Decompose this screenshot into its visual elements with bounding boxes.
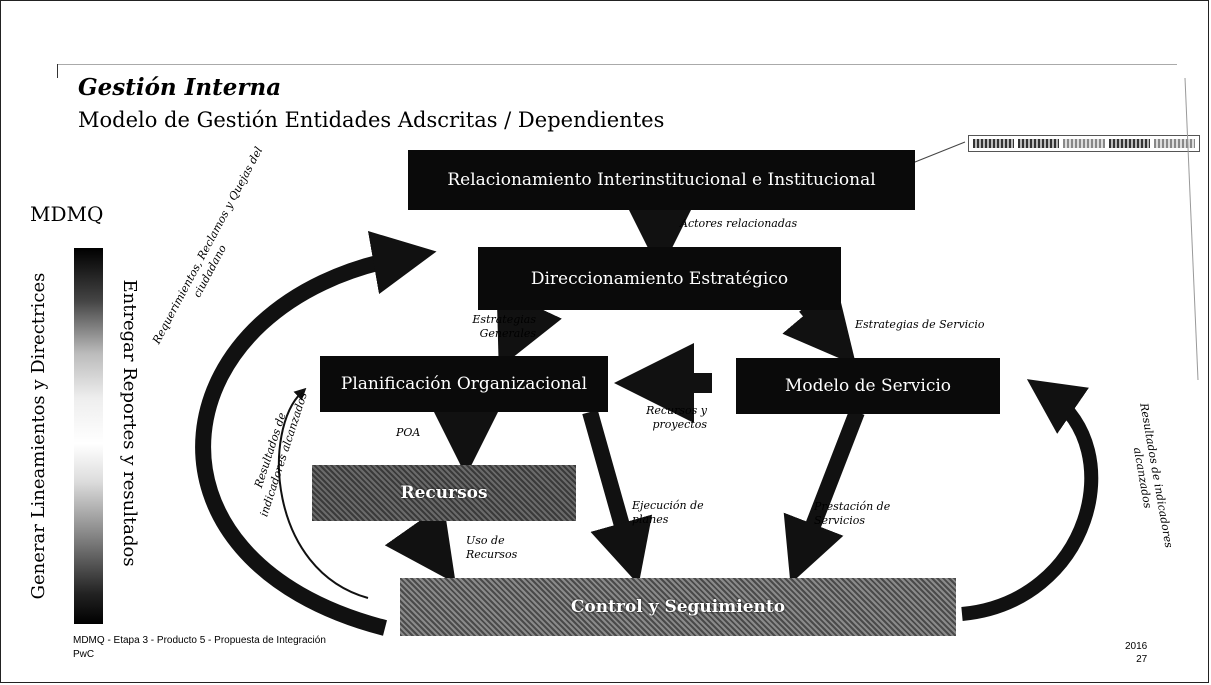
arrow-resultados-right [961,379,1099,621]
footer-company: PwC [73,649,95,660]
arrow-uso-recursos [384,503,456,584]
logo-mark [1018,139,1060,148]
label-line: Generales [479,327,536,340]
edge-guide-line [1184,77,1199,381]
label-ejecucion: Ejecución de planes [632,499,704,527]
partner-logos [968,135,1200,152]
label-estrategias-servicio: Estrategias de Servicio [855,318,985,331]
box-control: Control y Seguimiento [400,578,956,636]
label-estrategias-generales: Estrategias Generales [440,313,536,341]
label-line: Ejecución de [632,499,704,512]
corner-mark [57,64,58,78]
logo-mark [973,139,1015,148]
page-number: 27 [1136,654,1148,665]
box-modelo-servicio: Modelo de Servicio [736,358,1000,414]
arrow-prestacion [783,409,865,584]
slide-subtitle: Modelo de Gestión Entidades Adscritas / … [78,108,665,132]
arrow-ejecucion [582,409,653,585]
box-relacionamiento: Relacionamiento Interinstitucional e Ins… [408,150,915,210]
label-prestacion: Prestación de Servicios [814,500,890,528]
arrow-estrategias-generales [496,288,562,369]
gradient-bar [74,248,103,624]
logo-mark [1153,139,1196,148]
footer: MDMQ - Etapa 3 - Producto 5 - Propuesta … [73,634,326,662]
page-info: 2016 27 [1125,640,1147,666]
label-line: Recursos [466,548,518,561]
box-recursos: Recursos [312,465,576,521]
label-line: proyectos [652,418,708,431]
logo-mark [1063,139,1105,148]
header-rule [57,64,1177,65]
label-line: Uso de [466,534,505,547]
box-planificacion: Planificación Organizacional [320,356,608,412]
box-direccionamiento: Direccionamiento Estratégico [478,247,841,310]
label-recursos-proyectos: Recursos y proyectos [637,404,707,432]
label-line: Prestación de [814,500,891,513]
label-line: Estrategias [472,313,536,326]
logo-mark [1108,139,1150,148]
label-line: Servicios [814,514,865,527]
footer-project: MDMQ - Etapa 3 - Producto 5 - Propuesta … [73,635,326,646]
label-line: planes [632,513,669,526]
label-uso-recursos: Uso de Recursos [466,534,517,562]
slide-title: Gestión Interna [78,74,282,101]
label-poa: POA [396,426,421,439]
arrow-estrategias-servicio [782,287,857,366]
footer-year: 2016 [1125,641,1148,652]
brand-label: MDMQ [30,202,104,226]
label-actores: Actores relacionadas [680,217,798,230]
arrow-requerimientos [195,231,437,636]
label-line: Recursos y [646,404,707,417]
arrow-resultados-left [278,387,369,599]
